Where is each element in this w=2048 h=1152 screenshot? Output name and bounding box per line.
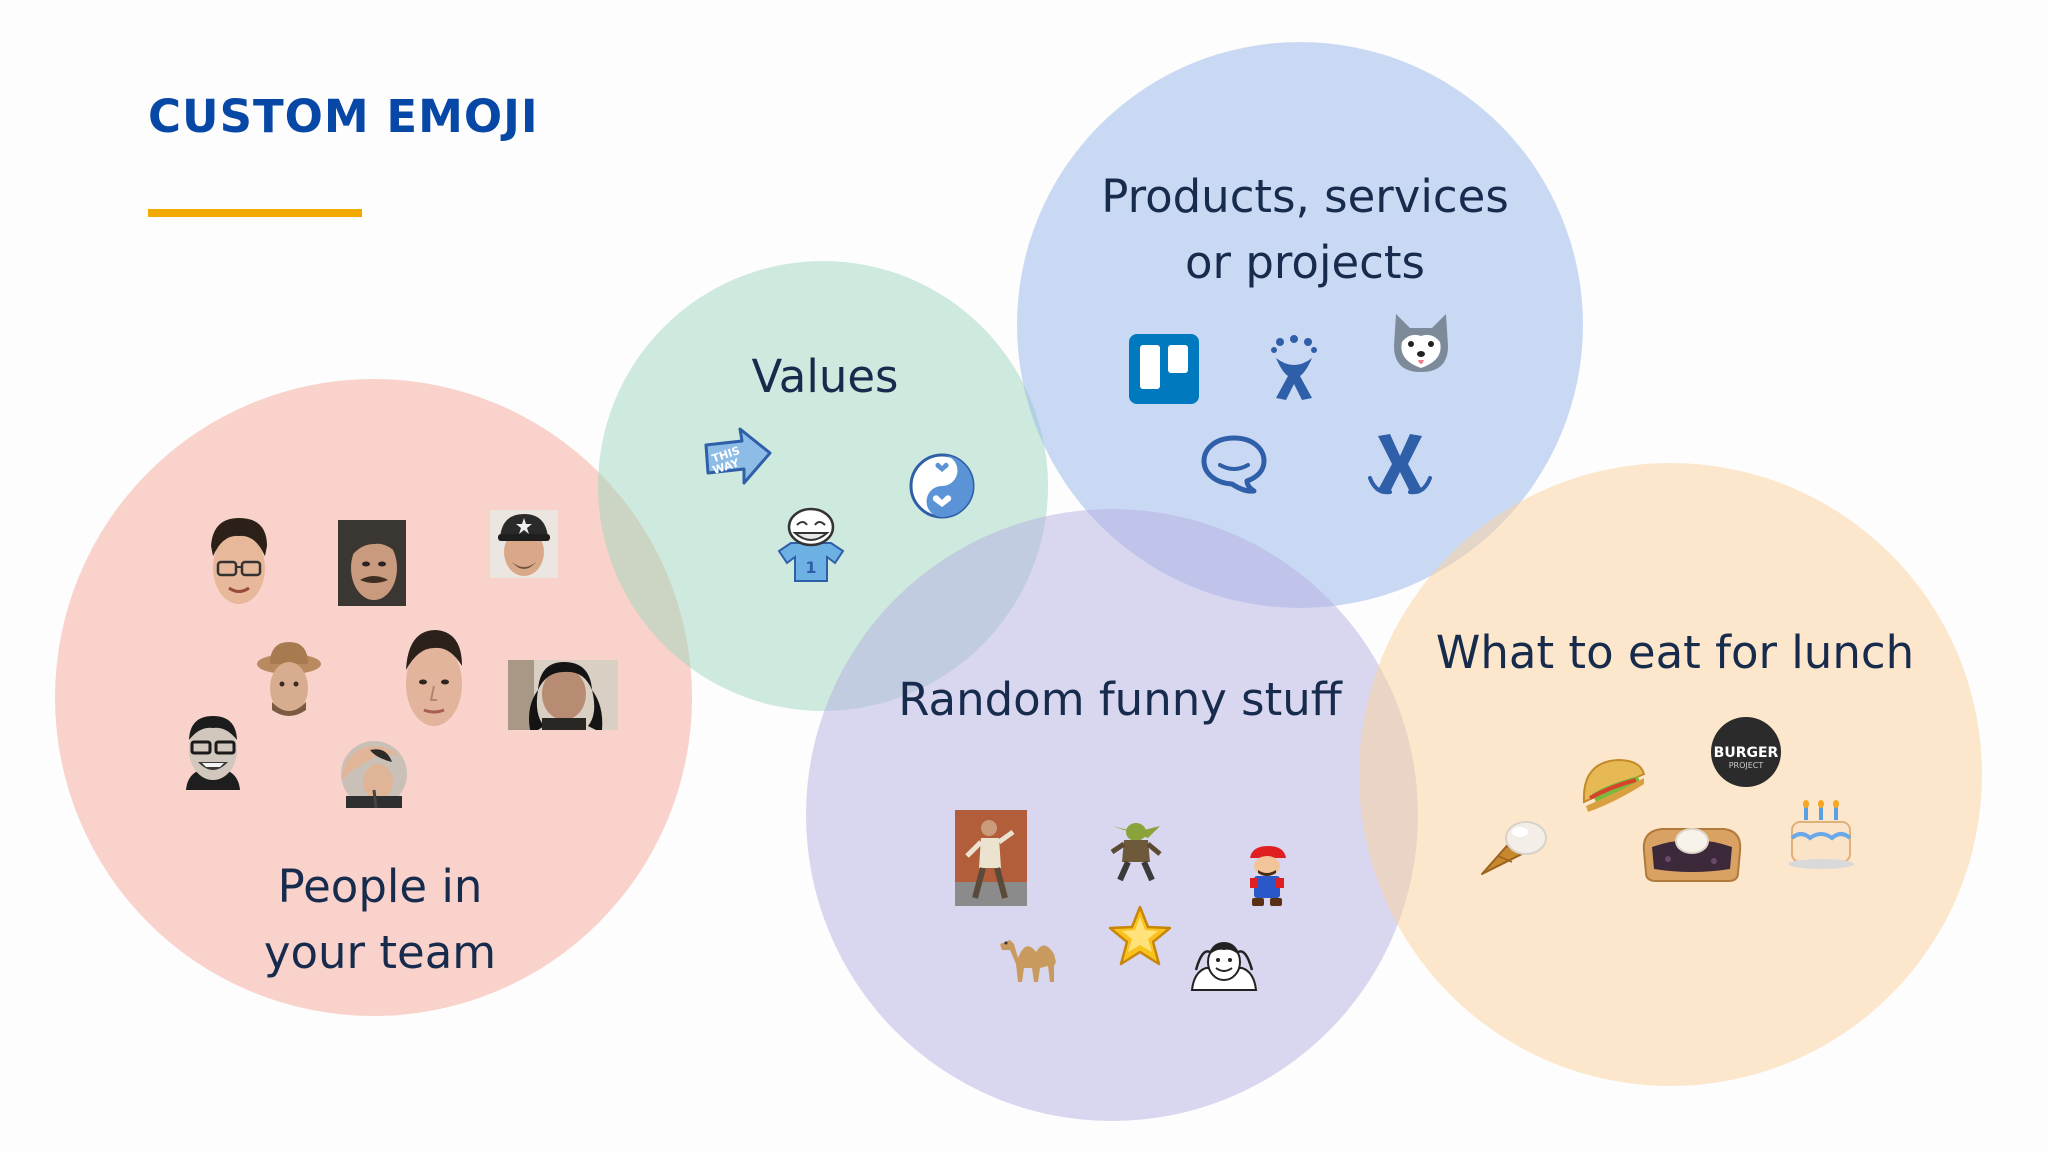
toast-with-icecream-icon bbox=[1640, 815, 1744, 885]
taco-icon bbox=[1578, 750, 1648, 812]
random-label: Random funny stuff bbox=[898, 673, 1342, 726]
svg-text:1: 1 bbox=[805, 558, 816, 577]
face-cowboy-emoji bbox=[256, 640, 322, 718]
trollface-jersey-icon: 1 bbox=[775, 505, 847, 583]
burger-logo-text: BURGER bbox=[1714, 745, 1779, 761]
title-underline bbox=[148, 209, 362, 217]
people-label-line2: your team bbox=[263, 926, 497, 979]
face-mustache-emoji bbox=[338, 520, 406, 606]
confluence-logo-icon bbox=[1266, 335, 1322, 402]
dancing-man-icon bbox=[955, 810, 1027, 906]
face-young-man-emoji bbox=[400, 626, 468, 730]
jira-logo-icon bbox=[1366, 430, 1434, 496]
stressed-man-icon bbox=[1188, 938, 1260, 991]
husky-dog-icon bbox=[1390, 310, 1452, 376]
star-icon bbox=[1108, 905, 1172, 967]
mario-icon bbox=[1244, 846, 1290, 908]
burger-logo-subtext: PROJECT bbox=[1729, 761, 1764, 770]
slide-title: CUSTOM EMOJI bbox=[148, 90, 539, 143]
dancing-yoda-icon bbox=[1108, 814, 1164, 884]
products-label: Products, services or projects bbox=[1070, 164, 1540, 296]
people-label: People in your team bbox=[230, 854, 530, 986]
trello-logo-icon bbox=[1128, 333, 1200, 405]
face-webcam-emoji bbox=[508, 660, 618, 730]
face-cap-emoji bbox=[490, 510, 558, 578]
random-circle bbox=[806, 509, 1418, 1121]
products-label-line2: or projects bbox=[1185, 236, 1425, 289]
hipchat-bubble-icon bbox=[1200, 432, 1268, 494]
face-laughing-glasses-emoji bbox=[180, 712, 246, 790]
face-hand-on-head-emoji bbox=[340, 740, 408, 809]
products-label-line1: Products, services bbox=[1101, 170, 1509, 223]
lunch-label: What to eat for lunch bbox=[1435, 626, 1915, 679]
ice-cream-cone-icon bbox=[1478, 810, 1550, 878]
face-glasses-emoji bbox=[205, 512, 273, 608]
camel-icon bbox=[996, 928, 1068, 984]
values-label: Values bbox=[751, 350, 899, 403]
people-label-line1: People in bbox=[277, 860, 483, 913]
birthday-cake-icon bbox=[1786, 800, 1856, 870]
lunch-circle bbox=[1359, 463, 1982, 1086]
yin-yang-heart-icon bbox=[908, 452, 976, 520]
